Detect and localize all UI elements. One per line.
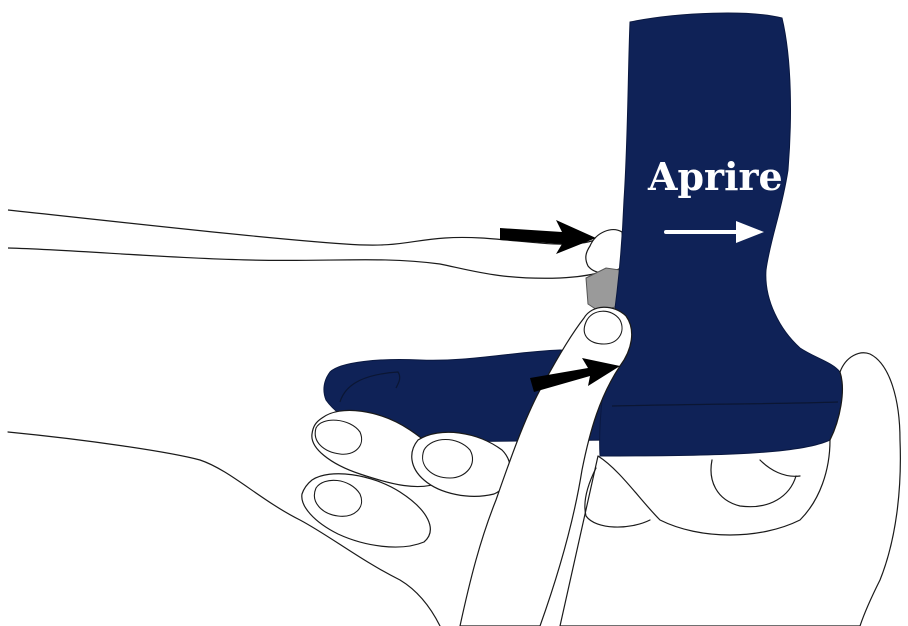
fingernail-middle xyxy=(423,440,473,479)
right-finger-line-2 xyxy=(711,460,796,507)
thumbnail xyxy=(584,311,622,344)
upper-hand xyxy=(8,210,622,278)
inhaler-body xyxy=(600,13,843,456)
instruction-label: Aprire xyxy=(647,154,783,199)
right-finger-line-3 xyxy=(760,460,800,476)
